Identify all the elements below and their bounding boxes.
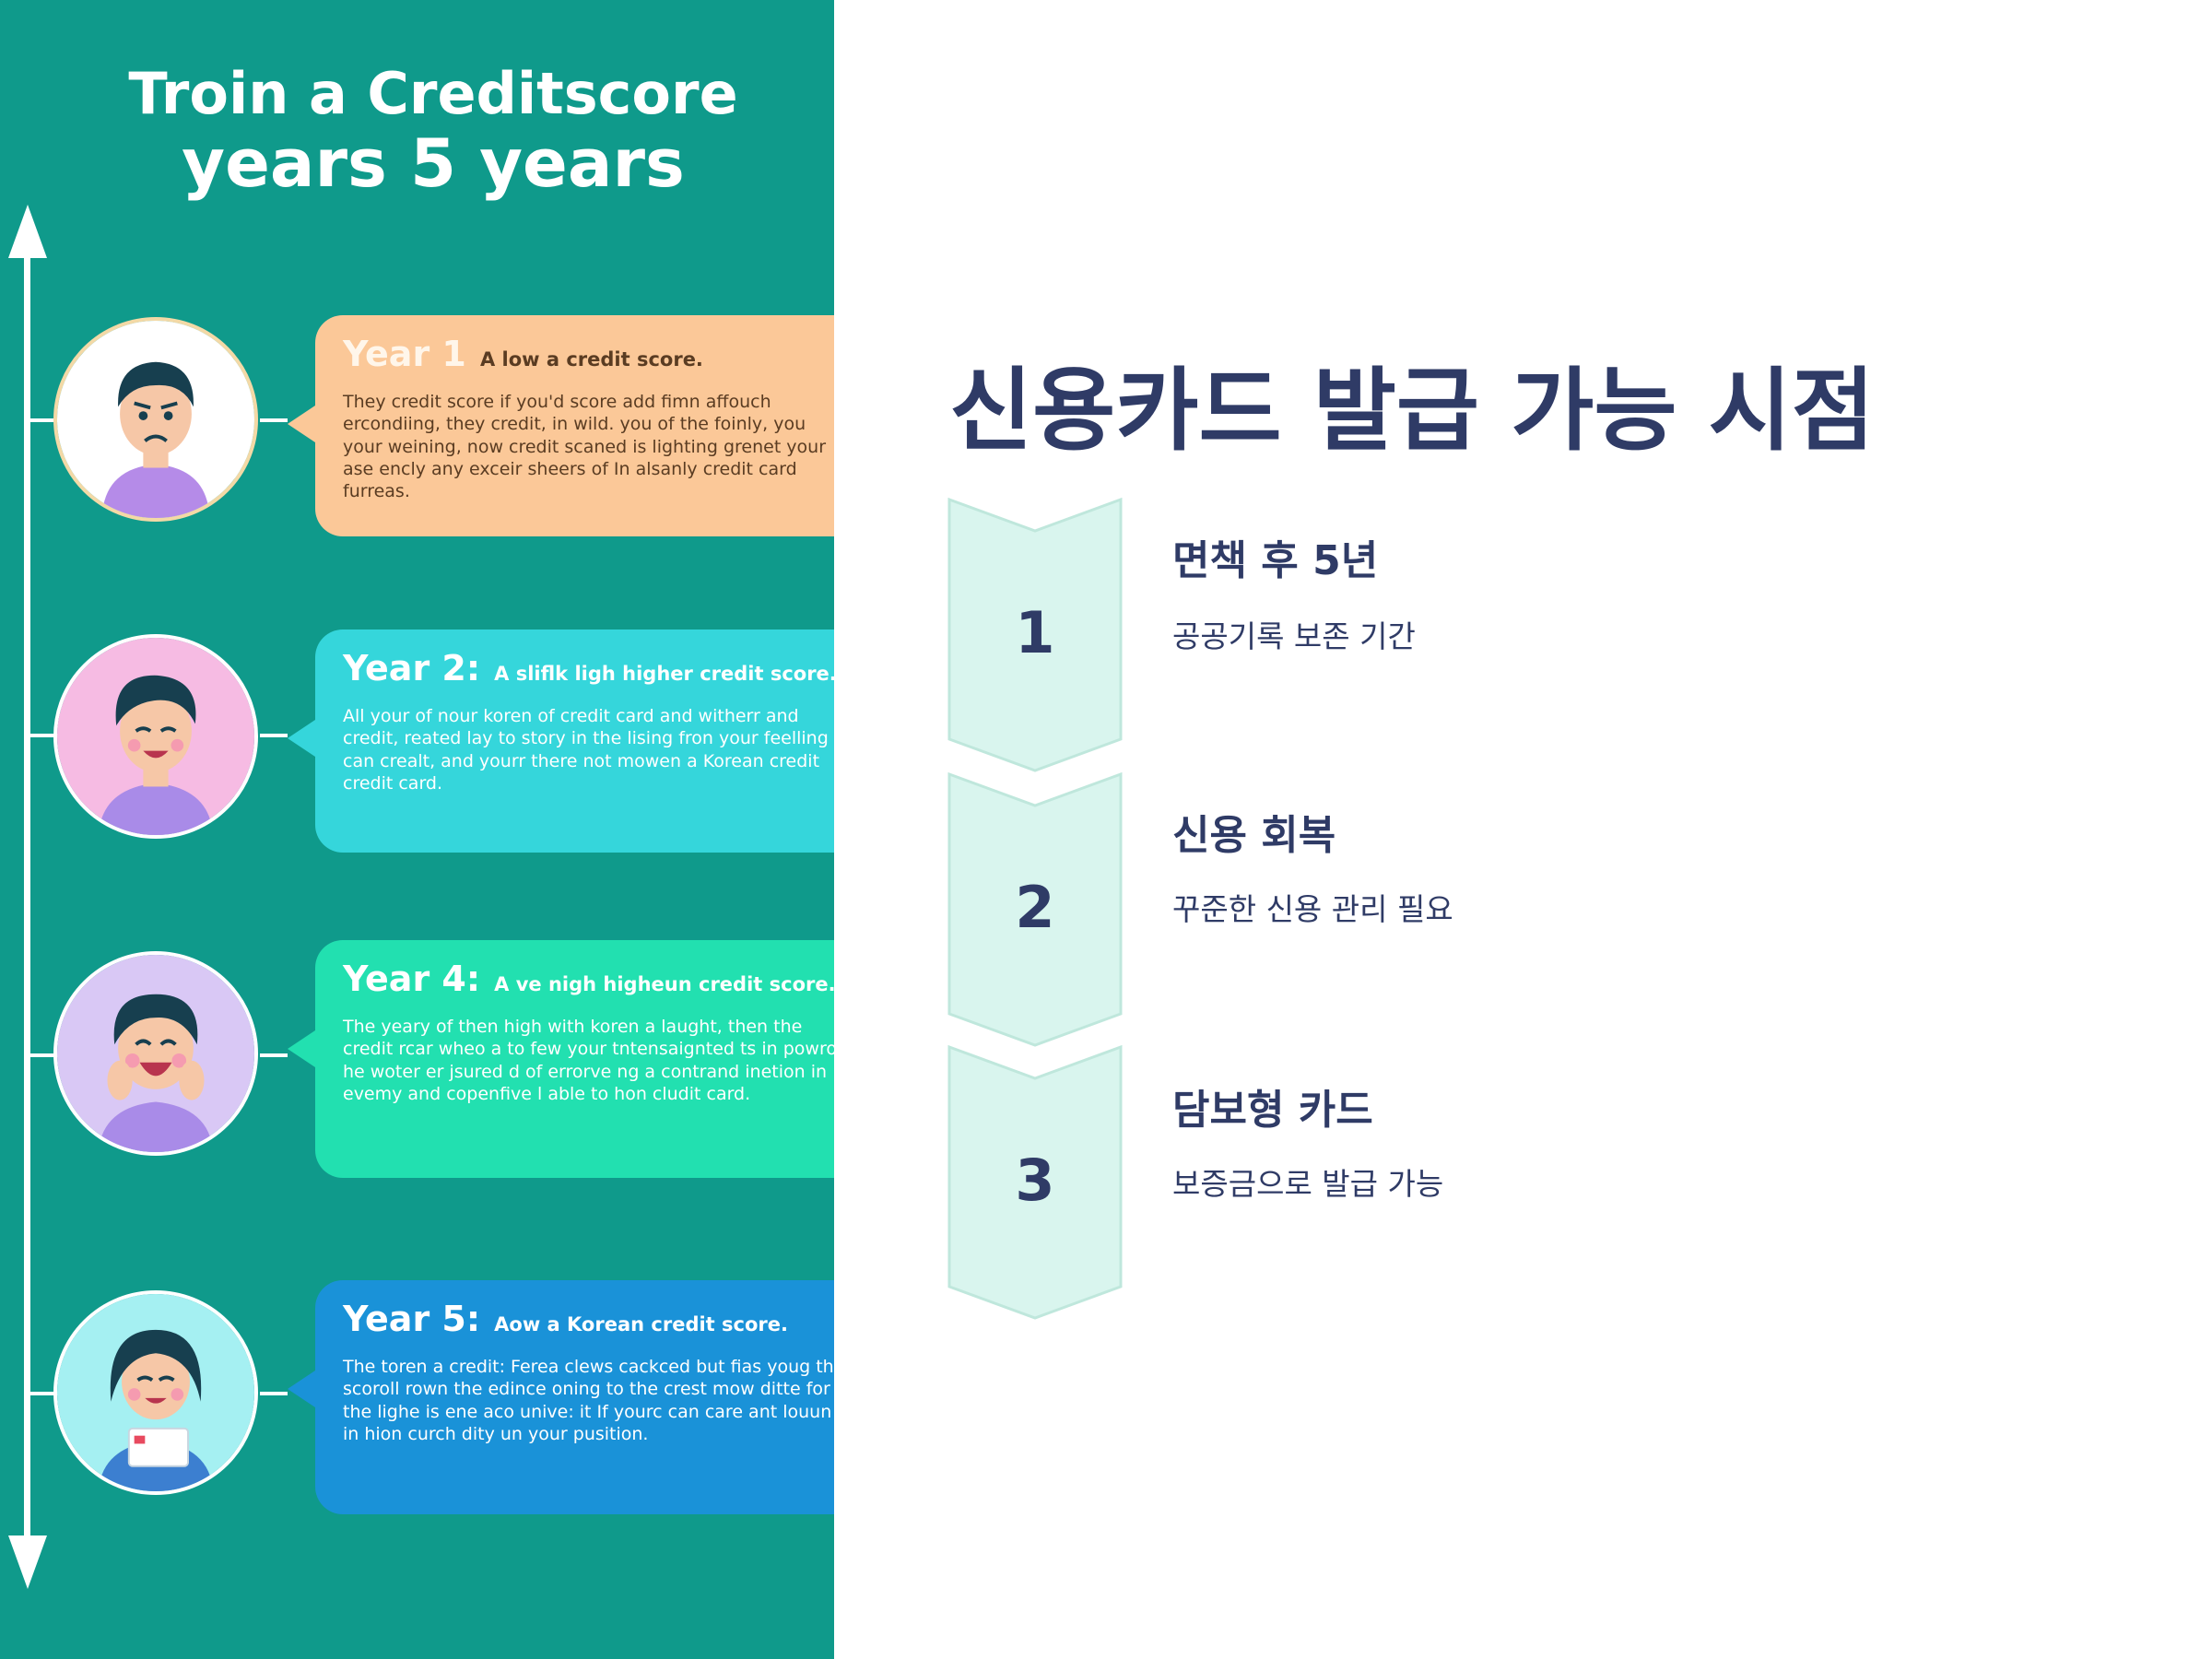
avatar-person-with-card [53, 1290, 258, 1495]
card-subtitle: Aow a Korean credit score. [494, 1313, 788, 1335]
timeline-tick [30, 734, 58, 737]
step-number: 2 [1015, 874, 1055, 941]
card-body: They credit score if you'd score add fim… [343, 392, 827, 502]
timeline-connector [260, 1053, 288, 1057]
step-2-description: 꾸준한 신용 관리 필요 [1172, 891, 1453, 927]
avatar-laughing-person [53, 951, 258, 1156]
timeline-tick [30, 1392, 58, 1395]
illustration-title-line1: Troin a Creditscore [128, 60, 738, 127]
arrow-up-icon [8, 205, 47, 258]
worried-face-icon [57, 321, 254, 518]
page-title: 신용카드 발급 가능 시점 [949, 359, 1875, 464]
avatar-worried-person [53, 317, 258, 522]
timeline-card-year-2: Year 2: A sliflk ligh higher credit scor… [288, 629, 834, 853]
card-subtitle: A ve nigh higheun credit score. [494, 973, 834, 995]
timeline-tick [30, 1053, 58, 1057]
chevron-down-icon [947, 1045, 1123, 1320]
smiling-face-icon [57, 638, 254, 835]
step-number: 3 [1015, 1147, 1055, 1214]
card-year: Year 4: [343, 959, 481, 999]
illustration-title-line2: years 5 years [182, 124, 685, 202]
step-2-title: 신용 회복 [1172, 812, 1336, 859]
card-year: Year 2: [343, 648, 481, 688]
chevron-down-icon [947, 772, 1123, 1047]
step-3-description: 보증금으로 발급 가능 [1172, 1166, 1444, 1202]
step-1-description: 공공기록 보존 기간 [1172, 618, 1416, 654]
card-year: Year 1 [343, 334, 466, 374]
step-3-title: 담보형 카드 [1172, 1087, 1373, 1134]
chevron-down-icon [947, 498, 1123, 772]
timeline-card-year-1: Year 1 A low a credit score. They credit… [288, 315, 834, 536]
card-body: The yeary of then high with koren a laug… [343, 1017, 834, 1104]
credit-timeline-illustration: Troin a Creditscore years 5 years [0, 0, 834, 1659]
timeline-card-year-5: Year 5: Aow a Korean credit score. The t… [288, 1280, 834, 1514]
card-body: The toren a credit: Ferea clews cackced … [343, 1357, 834, 1444]
step-1-title: 면책 후 5년 [1172, 537, 1379, 584]
timeline-connector [260, 418, 288, 422]
avatar-smiling-person [53, 634, 258, 839]
timeline-tick [30, 418, 58, 422]
timeline-axis [24, 249, 30, 1558]
timeline-card-year-4: Year 4: A ve nigh higheun credit score. … [288, 940, 834, 1178]
arrow-down-icon [8, 1535, 47, 1589]
step-3-chevron: 3 [947, 1045, 1123, 1322]
timeline-connector [260, 734, 288, 737]
laughing-face-icon [57, 955, 254, 1152]
card-subtitle: A low a credit score. [479, 348, 703, 371]
step-2-chevron: 2 [947, 772, 1123, 1049]
card-body: All your of nour koren of credit card an… [343, 706, 829, 794]
step-number: 1 [1015, 599, 1055, 666]
person-holding-card-icon [57, 1294, 254, 1491]
card-subtitle: A sliflk ligh higher credit score. [494, 663, 834, 685]
timeline-connector [260, 1392, 288, 1395]
step-1-chevron: 1 [947, 498, 1123, 774]
card-year: Year 5: [343, 1299, 481, 1339]
